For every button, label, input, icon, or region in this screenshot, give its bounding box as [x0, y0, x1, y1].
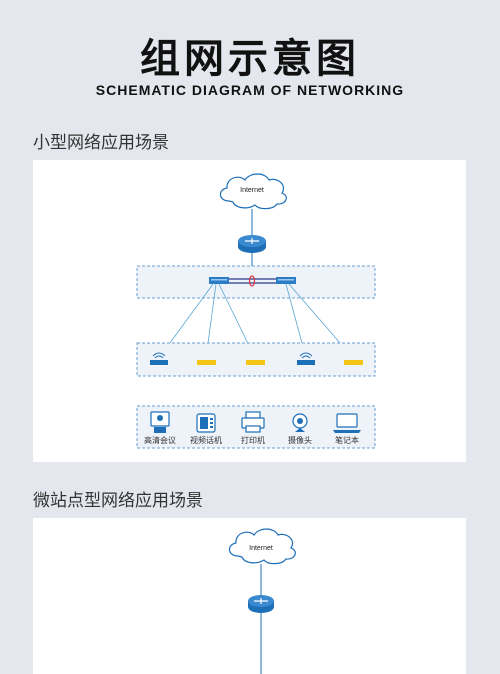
terminal-label: 打印机 [241, 435, 265, 445]
diagram-card-small-network: Internet [33, 160, 466, 462]
laptop-icon [333, 413, 361, 433]
wifi-ap-icon [297, 352, 315, 365]
wifi-ap-icon [150, 352, 168, 365]
terminal-label: 笔记本 [335, 435, 359, 445]
diagram-card-micro-site-network: Internet [33, 518, 466, 674]
access-zone [136, 342, 376, 377]
cloud-icon [228, 528, 296, 565]
video-phone-icon [196, 413, 216, 433]
switch-icon [276, 277, 296, 284]
ap-panel-icon [197, 360, 216, 365]
conference-terminal-icon [150, 411, 170, 433]
page-title: 组网示意图 [140, 36, 360, 82]
cloud-label: Internet [249, 545, 273, 552]
ap-panel-icon [246, 360, 265, 365]
router-icon [238, 235, 266, 253]
section-title-small-network: 小型网络应用场景 [33, 133, 169, 153]
terminal-label: 高清会议 [144, 435, 176, 445]
switch-icon [209, 277, 229, 284]
page-subtitle: SCHEMATIC DIAGRAM OF NETWORKING [95, 82, 405, 98]
camera-icon [292, 413, 308, 432]
router-icon [248, 595, 274, 613]
terminal-label: 摄像头 [288, 435, 312, 445]
printer-icon [241, 411, 265, 433]
terminal-label: 视频话机 [190, 435, 222, 445]
section-title-micro-site-network: 微站点型网络应用场景 [33, 491, 203, 511]
ap-panel-icon [344, 360, 363, 365]
cloud-icon [219, 173, 287, 210]
stack-link-icon [248, 275, 256, 287]
cloud-label: Internet [240, 187, 264, 194]
core-zone [136, 265, 376, 299]
